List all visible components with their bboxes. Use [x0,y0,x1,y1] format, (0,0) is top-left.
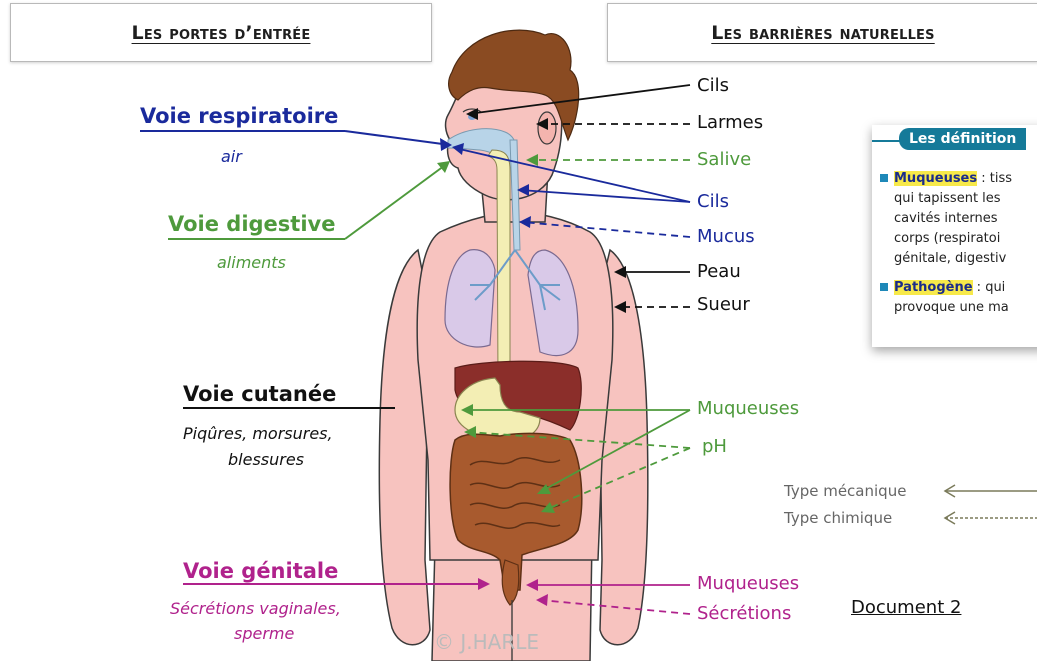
entry-genital-sub-1: Sécrétions vaginales, [170,599,341,618]
barrier-muqueuses-mid: Muqueuses [697,398,799,419]
def-pathogene-term: Pathogène [894,280,973,295]
barrier-secretions: Sécrétions [697,603,791,624]
bullet-square-icon [880,174,888,182]
def-muqueuses-line-2: qui tapissent les [894,189,1001,209]
def-muqueuses-line-5: génitale, digestiv [894,249,1006,269]
definitions-title: Les définition [899,128,1026,150]
def-muqueuses-text-1: : tiss [977,171,1012,186]
def-muqueuses-line-3: cavités internes [894,209,998,229]
legend-mechanical: Type mécanique [784,482,906,500]
barrier-larmes: Larmes [697,112,763,133]
barrier-cils-top: Cils [697,75,729,96]
entry-digestive-sub: aliments [217,253,286,272]
entry-genital-sub-2: sperme [234,624,294,643]
barrier-sueur: Sueur [697,294,750,315]
entry-digestive-title: Voie digestive [168,212,335,236]
entry-cutaneous-sub-1: Piqûres, morsures, [183,424,333,443]
barrier-peau: Peau [697,261,741,282]
def-muqueuses-line-4: corps (respiratoi [894,229,1000,249]
legend-chemical: Type chimique [784,509,892,527]
entry-respiratory-title: Voie respiratoire [140,104,338,128]
digestive-arrowhead [437,161,450,173]
def-pathogene-line-2: provoque une ma [894,298,1009,318]
def-pathogene-text-1: : qui [973,280,1006,295]
document-label: Document 2 [851,597,961,618]
def-muqueuses-term: Muqueuses [894,171,977,186]
entry-genital-title: Voie génitale [183,559,338,583]
entry-respiratory-sub: air [221,147,242,166]
barrier-muqueuses-bottom: Muqueuses [697,573,799,594]
respiratory-arrow [345,131,450,145]
def-muqueuses-line-1: Muqueuses : tiss [880,169,1012,189]
def-pathogene-line-1: Pathogène : qui [880,278,1005,298]
entry-cutaneous-sub-2: blessures [228,450,304,469]
entry-cutaneous-title: Voie cutanée [183,382,336,406]
copyright-watermark: © J.HARLE [434,630,539,654]
barrier-ph: pH [702,436,727,457]
definitions-card: Les définition Muqueuses : tiss qui tapi… [872,125,1037,347]
definitions-rule [872,140,902,142]
barrier-mucus: Mucus [697,226,755,247]
barrier-salive: Salive [697,149,751,170]
bullet-square-icon [880,283,888,291]
barrier-cils: Cils [697,191,729,212]
digestive-arrow [345,163,448,239]
